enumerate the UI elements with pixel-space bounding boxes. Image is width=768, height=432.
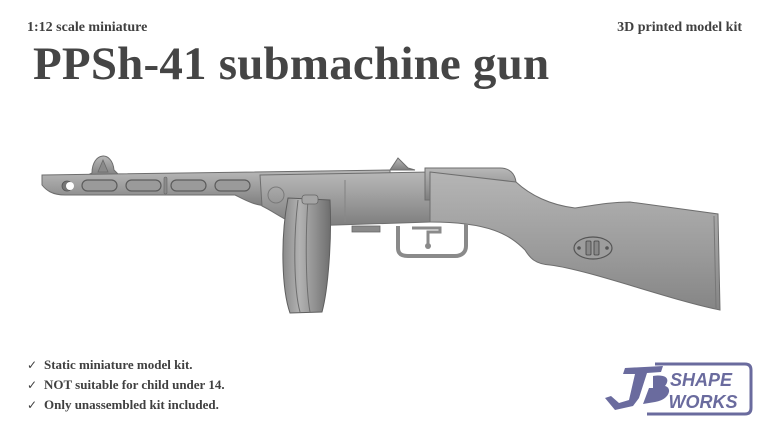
feature-text: Static miniature model kit. xyxy=(44,357,193,372)
feature-item: ✓ NOT suitable for child under 14. xyxy=(27,375,225,395)
shape-works-logo: SHAPE WORKS xyxy=(605,362,753,416)
product-title: PPSh-41 submachine gun xyxy=(33,38,550,90)
feature-list: ✓ Static miniature model kit. ✓ NOT suitab… xyxy=(27,355,225,415)
ppsh41-render-image xyxy=(41,155,721,314)
check-icon: ✓ xyxy=(27,358,38,372)
feature-text: Only unassembled kit included. xyxy=(44,397,219,412)
feature-text: NOT suitable for child under 14. xyxy=(44,377,225,392)
feature-item: ✓ Only unassembled kit included. xyxy=(27,395,225,415)
check-icon: ✓ xyxy=(27,398,38,412)
scale-label: 1:12 scale miniature xyxy=(27,20,148,35)
logo-line2: WORKS xyxy=(669,392,738,412)
logo-line1: SHAPE xyxy=(670,370,733,390)
kit-type-label: 3D printed model kit xyxy=(617,20,742,35)
check-icon: ✓ xyxy=(27,378,38,392)
feature-item: ✓ Static miniature model kit. xyxy=(27,355,225,375)
